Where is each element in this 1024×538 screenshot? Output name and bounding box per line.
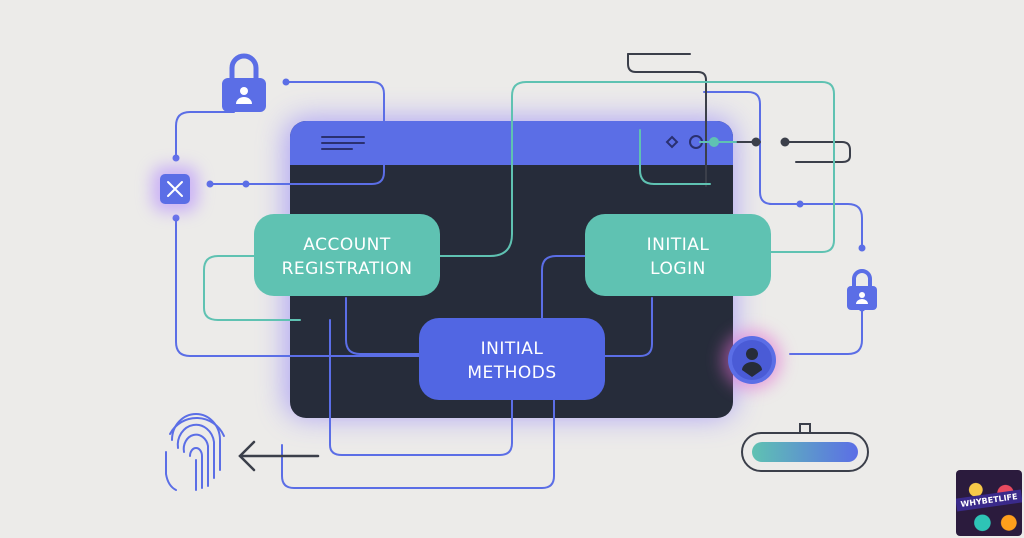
node-initial-login-line-1: INITIAL xyxy=(647,235,710,255)
brand-badge: WHYBETLIFE xyxy=(956,470,1022,536)
diamond-icon xyxy=(665,135,679,149)
menu-icon xyxy=(321,136,365,150)
node-initial-methods[interactable]: INITIAL METHODS xyxy=(419,318,605,400)
lock-icon xyxy=(222,53,266,112)
lock-icon xyxy=(847,269,877,310)
node-initial-login-line-2: LOGIN xyxy=(650,259,706,279)
progress-bar-fill xyxy=(752,442,858,462)
node-initial-methods-line-1: INITIAL xyxy=(481,339,544,359)
connector-lines xyxy=(175,53,863,489)
fingerprint-icon xyxy=(165,413,225,491)
node-account-registration-line-2: REGISTRATION xyxy=(282,259,413,279)
window-body xyxy=(290,121,733,418)
node-initial-methods-line-2: METHODS xyxy=(467,363,556,383)
node-initial-login[interactable]: INITIAL LOGIN xyxy=(585,214,771,296)
brand-badge-text: WHYBETLIFE xyxy=(956,489,1022,512)
user-icon[interactable] xyxy=(722,330,782,390)
node-account-registration[interactable]: ACCOUNT REGISTRATION xyxy=(254,214,440,296)
close-icon[interactable] xyxy=(152,166,198,212)
arrow-left-icon xyxy=(238,440,320,472)
node-account-registration-line-1: ACCOUNT xyxy=(303,235,391,255)
progress-widget xyxy=(741,423,869,472)
